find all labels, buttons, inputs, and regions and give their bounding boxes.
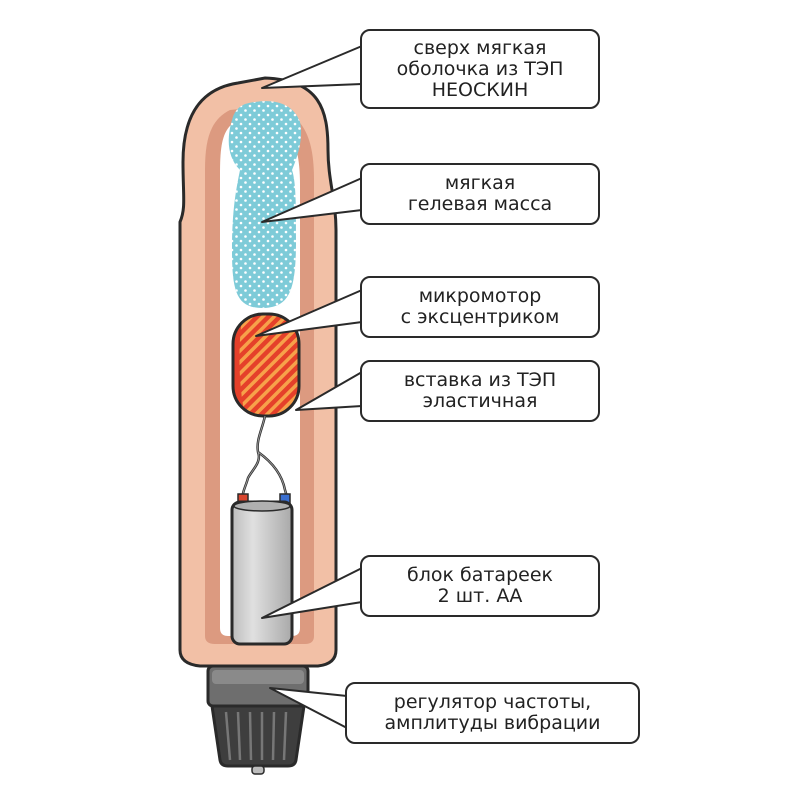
callout-line: амплитуды вибрации — [384, 712, 601, 734]
pointer-knob — [269, 687, 348, 729]
pointer-insert — [295, 371, 363, 411]
callout-micromotor: микромотор с эксцентриком — [360, 276, 600, 338]
callout-line: 2 шт. АА — [437, 585, 523, 607]
callout-line: микромотор — [418, 285, 542, 307]
callout-soft-shell: сверх мягкая оболочка из ТЭП НЕОСКИН — [360, 29, 600, 109]
callout-line: гелевая масса — [407, 193, 553, 215]
callout-line: сверх мягкая — [413, 36, 547, 59]
pointer-shell — [261, 45, 363, 89]
callout-line: регулятор частоты, — [393, 691, 592, 713]
callout-gel-mass: мягкая гелевая масса — [360, 163, 600, 225]
pointer-motor — [255, 289, 363, 337]
pointer-battery — [261, 567, 363, 619]
frequency-knob — [206, 664, 310, 775]
callout-line: эластичная — [422, 390, 538, 412]
callout-frequency-knob: регулятор частоты, амплитуды вибрации — [345, 682, 640, 744]
callout-line: вставка из ТЭП — [403, 369, 557, 391]
callout-tpe-insert: вставка из ТЭП эластичная — [360, 360, 600, 422]
callout-line: оболочка из ТЭП — [396, 57, 564, 80]
callout-battery-block: блок батареек 2 шт. АА — [360, 555, 600, 617]
callout-line: мягкая — [444, 172, 516, 194]
micromotor — [231, 312, 301, 418]
pointer-gel — [261, 177, 363, 223]
callout-line: с эксцентриком — [400, 306, 560, 328]
callout-line: блок батареек — [407, 564, 553, 586]
battery-block — [230, 493, 294, 646]
callout-line: НЕОСКИН — [431, 78, 529, 101]
